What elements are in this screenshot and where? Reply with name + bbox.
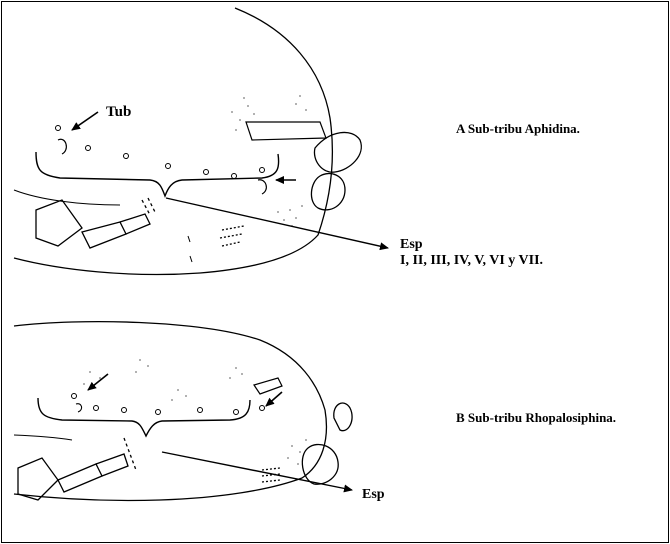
panel-b-siphunculus-arrow xyxy=(266,392,282,406)
panel-a-caption: A Sub-tribu Aphidina. xyxy=(456,121,580,136)
panel-b-drawing xyxy=(14,322,352,501)
panel-a-tub-arrow xyxy=(72,112,98,130)
panel-a-leg xyxy=(36,200,82,246)
panel-b-spiracle-arrow xyxy=(88,374,108,390)
panel-b-spiracles xyxy=(72,394,265,415)
panel-b-leg xyxy=(18,458,58,500)
panel-a-drawing xyxy=(14,8,361,275)
panel-b-esp-arrow xyxy=(162,452,352,490)
panel-b-cauda xyxy=(334,403,352,431)
panel-b-siphunculus xyxy=(254,378,282,394)
panel-a-siphunculus xyxy=(246,122,326,140)
panel-a-stippling xyxy=(231,95,307,227)
panel-b-brace xyxy=(38,398,250,436)
panel-a-esp-segments: I, II, III, IV, V, VI y VII. xyxy=(400,253,543,268)
panel-a-tub-label: Tub xyxy=(106,104,131,120)
panel-a-esp-label: Esp xyxy=(400,237,423,252)
panel-a-spiracles xyxy=(56,126,265,179)
panel-a-esp-arrow xyxy=(166,198,388,248)
panel-b-esp-label: Esp xyxy=(362,487,385,502)
panel-b-caption: B Sub-tribu Rhopalosiphina. xyxy=(456,410,616,425)
panel-a-body-outline xyxy=(14,8,332,275)
panel-a-brace xyxy=(36,152,279,196)
panel-b-stippling xyxy=(83,359,307,465)
